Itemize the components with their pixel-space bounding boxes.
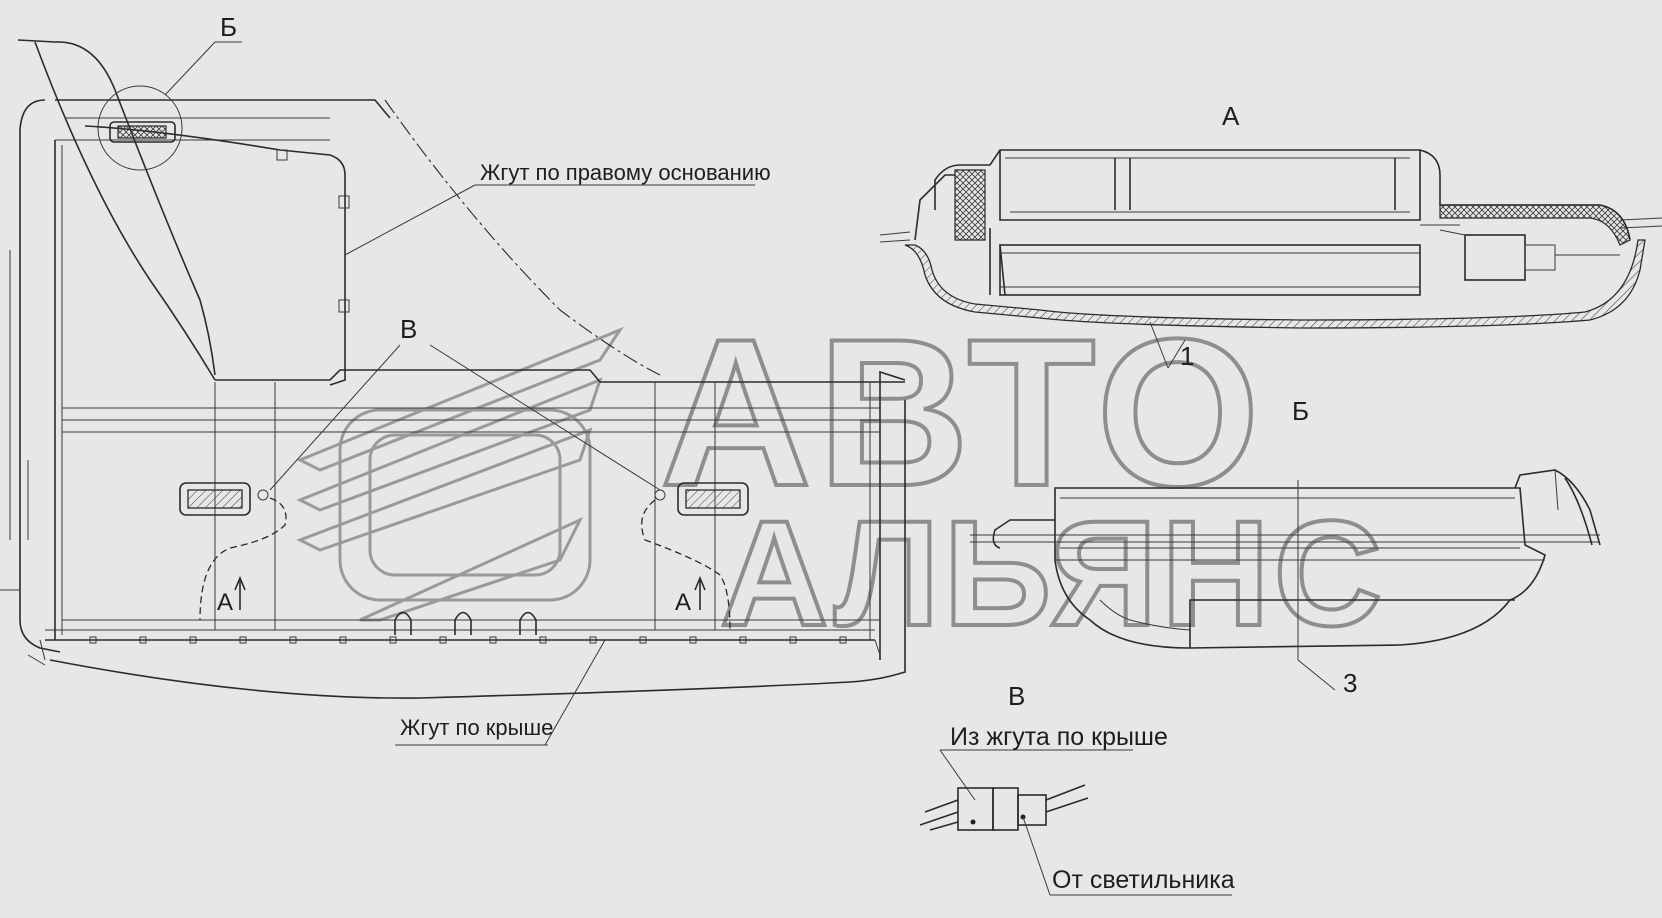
- roof-rail-rivets: [89, 636, 847, 644]
- label-harness-roof: Жгут по крыше: [400, 715, 553, 740]
- label-view-a-right: А: [675, 589, 691, 616]
- connector-half-left: [957, 787, 994, 831]
- roof-lamp-top: [109, 121, 176, 143]
- roof-lamp-left: [179, 482, 269, 516]
- callout-1: 1: [1180, 341, 1194, 371]
- connector-half-right: [1017, 794, 1047, 826]
- label-section-b: Б: [1292, 396, 1309, 426]
- watermark-line1: АВТО: [660, 295, 1266, 530]
- label-from-roof-harness: Из жгута по крыше: [950, 723, 1168, 751]
- watermark: АВТО АЛЬЯНС: [296, 293, 1386, 659]
- connector-half-mid: [992, 787, 1019, 831]
- section-a-view: [879, 149, 1662, 369]
- label-section-a: А: [1222, 101, 1240, 131]
- watermark-logo: [296, 326, 624, 622]
- label-section-v: В: [1008, 681, 1025, 711]
- label-view-b: Б: [220, 12, 237, 42]
- label-view-a-left: А: [217, 589, 233, 616]
- roof-plan-view: [0, 39, 906, 746]
- callout-3: 3: [1343, 668, 1357, 698]
- section-b-view: [970, 469, 1601, 691]
- label-harness-right-base: Жгут по правому основанию: [480, 160, 771, 185]
- detail-b-circle: [97, 85, 183, 171]
- section-v-connector: [919, 749, 1232, 896]
- watermark-line2: АЛЬЯНС: [720, 489, 1386, 657]
- label-view-v: В: [400, 314, 417, 344]
- label-from-lamp: От светильника: [1052, 866, 1235, 894]
